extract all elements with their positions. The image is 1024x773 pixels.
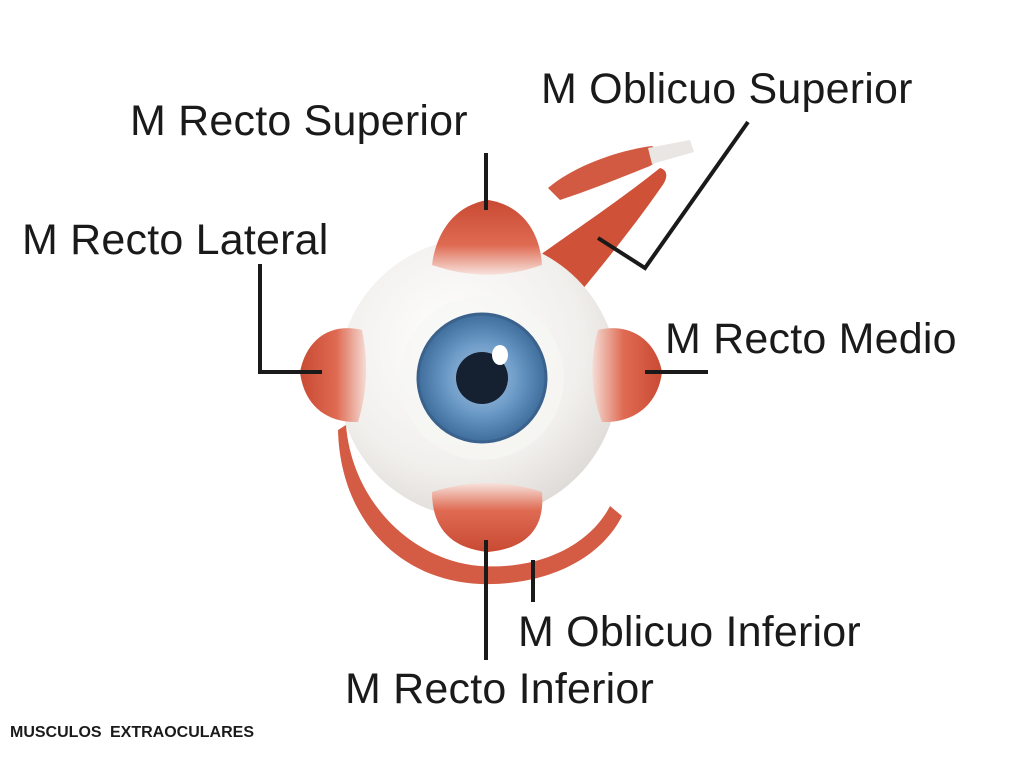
pupil-highlight <box>492 345 508 365</box>
caption: MUSCULOS EXTRAOCULARES <box>10 724 255 741</box>
inferior-rectus-muscle <box>432 483 543 552</box>
label-oblicuo-inferior: M Oblicuo Inferior <box>518 608 861 656</box>
label-recto-medio: M Recto Medio <box>665 315 957 363</box>
superior-oblique-muscle <box>548 146 659 200</box>
label-recto-inferior: M Recto Inferior <box>345 665 655 713</box>
leader-line-oblicuo-superior <box>596 120 750 271</box>
pupil <box>456 352 508 404</box>
superior-oblique-belly <box>540 168 667 290</box>
superior-rectus-muscle <box>432 200 542 275</box>
superior-oblique-tendon <box>648 140 694 164</box>
medial-rectus-muscle <box>592 328 662 423</box>
leader-lines <box>258 120 750 660</box>
label-recto-superior: M Recto Superior <box>130 97 468 145</box>
label-recto-lateral: M Recto Lateral <box>22 216 329 264</box>
inferior-oblique-muscle <box>338 425 622 585</box>
label-oblicuo-superior: M Oblicuo Superior <box>541 65 913 113</box>
leader-line-recto-lateral <box>258 264 322 374</box>
lateral-rectus-muscle <box>300 328 367 423</box>
